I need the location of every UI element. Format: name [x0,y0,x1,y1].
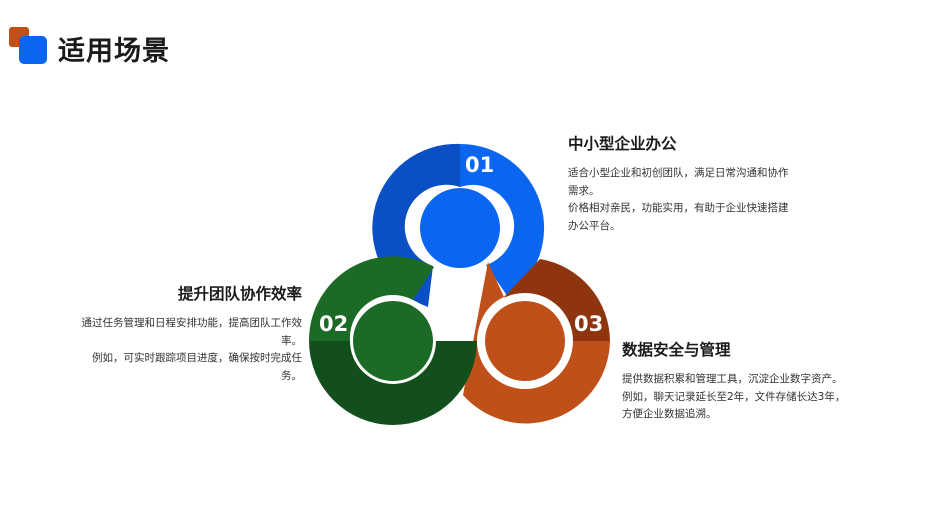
scenario-01-line: 需求。 [568,184,600,197]
ring-02-number: 02 [319,312,348,336]
scenario-01-line: 办公平台。 [568,219,621,232]
ring-03-bright-segment [463,262,610,424]
scenario-03-line: 例如，聊天记录延长至2年，文件存储长达3年， [622,390,846,403]
ring-03-inner-circle [485,301,565,381]
scenario-03: 数据安全与管理 提供数据积累和管理工具，沉淀企业数字资产。 例如，聊天记录延长至… [622,340,862,424]
ring-01-number: 01 [465,153,494,177]
scenario-01: 中小型企业办公 适合小型企业和初创团队，满足日常沟通和协作 需求。 价格相对亲民… [568,134,808,235]
scenario-02-line: 率。 [281,334,302,347]
scenario-01-title: 中小型企业办公 [568,135,677,153]
ring-03-dark-segment [504,259,610,341]
ring-01-inner-circle [420,188,500,268]
scenario-01-desc: 适合小型企业和初创团队，满足日常沟通和协作 需求。 价格相对亲民，功能实用，有助… [568,165,808,235]
ring-03: 03 [463,259,610,424]
scenario-03-line: 方便企业数据追溯。 [622,408,717,420]
logo-square-blue [19,36,47,64]
scenario-01-line: 适合小型企业和初创团队，满足日常沟通和协作 [568,167,789,179]
ring-02-top-segment [308,256,434,341]
scenario-01-line: 价格相对亲民，功能实用，有助于企业快速搭建 [568,202,789,214]
ring-02-inner-circle [353,301,433,381]
scenario-02-title: 提升团队协作效率 [177,285,302,303]
scenario-03-title: 数据安全与管理 [622,341,731,359]
ring-01-bright-segment [460,143,545,297]
scenario-02-line: 例如，可实时跟踪项目进度，确保按时完成任 [92,352,302,364]
scenario-02-desc: 通过任务管理和日程安排功能，提高团队工作效 率。 例如，可实时跟踪项目进度，确保… [60,315,303,385]
scenario-02-line: 务。 [281,369,302,382]
scenario-02-line: 通过任务管理和日程安排功能，提高团队工作效 [81,317,303,329]
ring-02: 02 [308,256,477,425]
page-title: 适用场景 [58,36,170,67]
ring-02-bottom-segment [309,341,477,425]
scenario-03-desc: 提供数据积累和管理工具，沉淀企业数字资产。 例如，聊天记录延长至2年，文件存储长… [622,371,862,424]
ring-03-number: 03 [574,312,603,336]
scenario-03-line: 提供数据积累和管理工具，沉淀企业数字资产。 [622,373,843,385]
scenario-02: 提升团队协作效率 通过任务管理和日程安排功能，提高团队工作效 率。 例如，可实时… [60,284,303,385]
logo-icon [9,27,49,67]
